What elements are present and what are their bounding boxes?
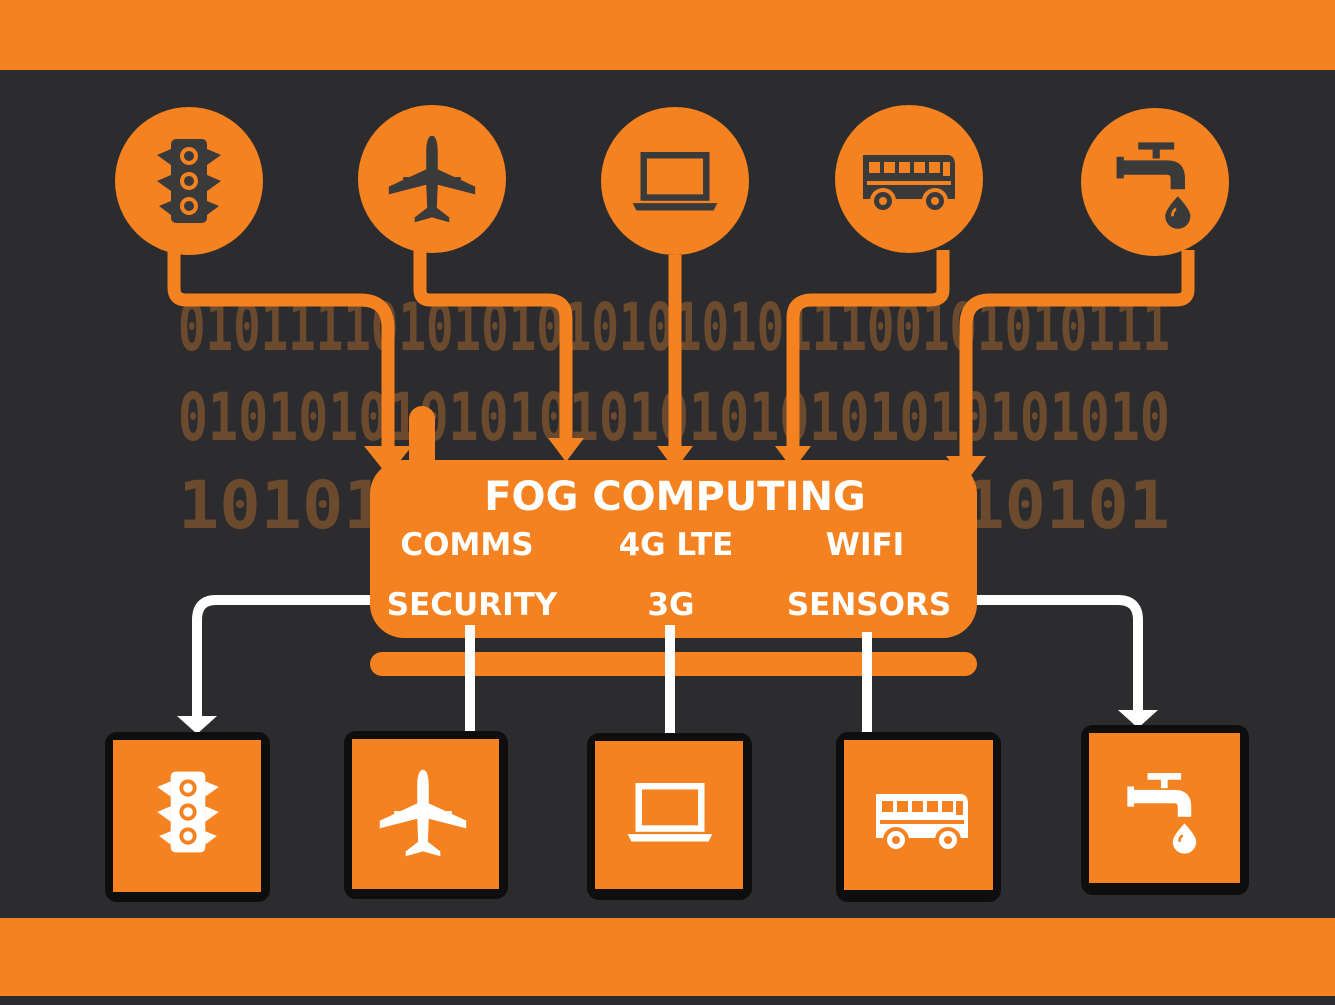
source-laptop [601,107,749,255]
arrowhead-bus [775,446,811,470]
hub-label-3g: 3G [647,587,694,623]
hub-title: FOG COMPUTING [484,474,866,520]
destination-traffic-light [105,732,270,902]
output-arrowhead-traffic [177,716,217,734]
source-traffic-light [115,107,263,255]
traffic-light-icon [157,771,219,853]
hub-label-wifi: WIFI [826,527,904,563]
output-connector-traffic [192,595,370,720]
hub-label-4g-lte: 4G LTE [619,527,734,563]
arrowhead-laptop [657,446,693,470]
fog-computing-hub: FOG COMPUTING COMMS 4G LTE WIFI SECURITY… [370,460,977,676]
arrowhead-traffic [364,446,412,476]
output-connector-tap [977,595,1143,714]
connector-tap [959,250,1195,460]
bottom-banner [0,918,1335,996]
traffic-light-icon [157,139,221,223]
hub-label-sensors: SENSORS [787,587,951,623]
connector-bus [786,250,950,448]
destination-airplane [344,731,508,899]
hub-label-security: SECURITY [387,587,558,623]
source-bus [835,105,983,253]
hub-label-comms: COMMS [400,527,533,563]
source-airplane [358,105,506,253]
output-arrowhead-tap [1118,710,1158,728]
bottom-edge [0,996,1335,1005]
destination-bus [836,732,1001,902]
source-row [115,105,1229,256]
input-connectors [167,250,1195,460]
connector-traffic [167,250,395,448]
destination-laptop [587,733,752,900]
connector-plane [413,250,573,440]
hub-box [370,460,977,638]
destination-water-tap [1081,725,1249,895]
source-water-tap [1081,108,1229,256]
arrowhead-plane [548,438,584,462]
top-banner [0,0,1335,70]
destination-row [105,725,1249,902]
